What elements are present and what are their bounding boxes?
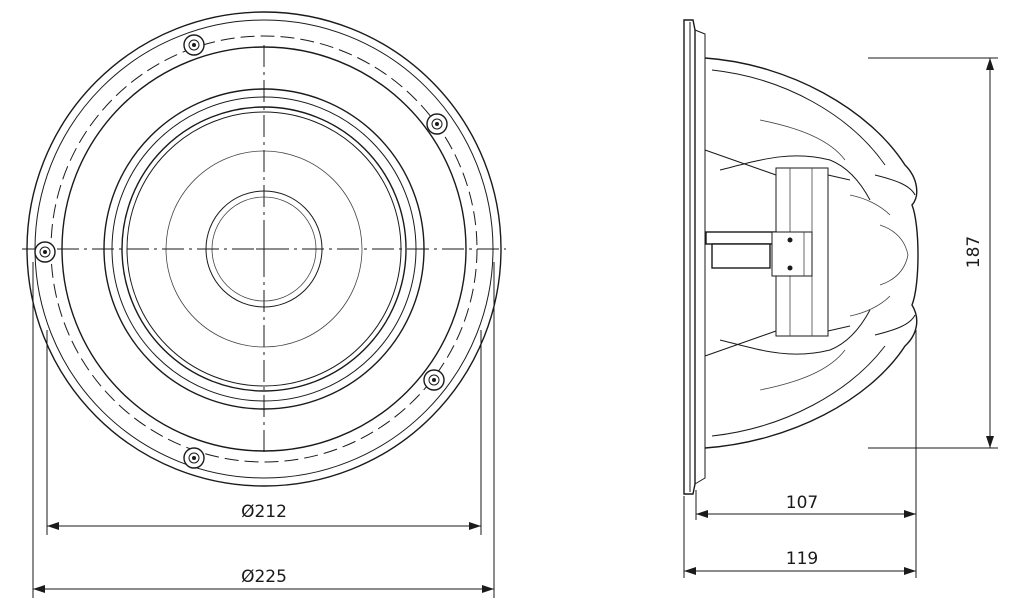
total-depth-label: 119 <box>786 549 818 569</box>
terminal-block-icon <box>705 231 813 277</box>
side-view: 187 107 119 <box>683 19 998 578</box>
mounting-screw-icon <box>34 241 56 263</box>
mounting-screw-icon <box>426 113 448 135</box>
mounting-screw-icon <box>423 369 445 391</box>
dimension-frame-diameter: Ø212 <box>46 330 482 535</box>
depth-label: 107 <box>786 493 818 513</box>
frame-diameter-label: Ø212 <box>241 502 287 522</box>
dimension-outer-diameter: Ø225 <box>32 262 495 598</box>
outer-diameter-label: Ø225 <box>241 567 287 587</box>
dimension-height: 187 <box>868 57 998 449</box>
dimension-depth: 107 <box>695 330 917 520</box>
dimension-total-depth: 119 <box>683 496 917 578</box>
height-label: 187 <box>964 236 984 268</box>
mounting-screw-icon <box>183 447 205 469</box>
mounting-screw-icon <box>183 34 205 56</box>
side-basket-outline <box>704 57 919 449</box>
front-view: Ø212 Ø225 <box>22 11 506 598</box>
